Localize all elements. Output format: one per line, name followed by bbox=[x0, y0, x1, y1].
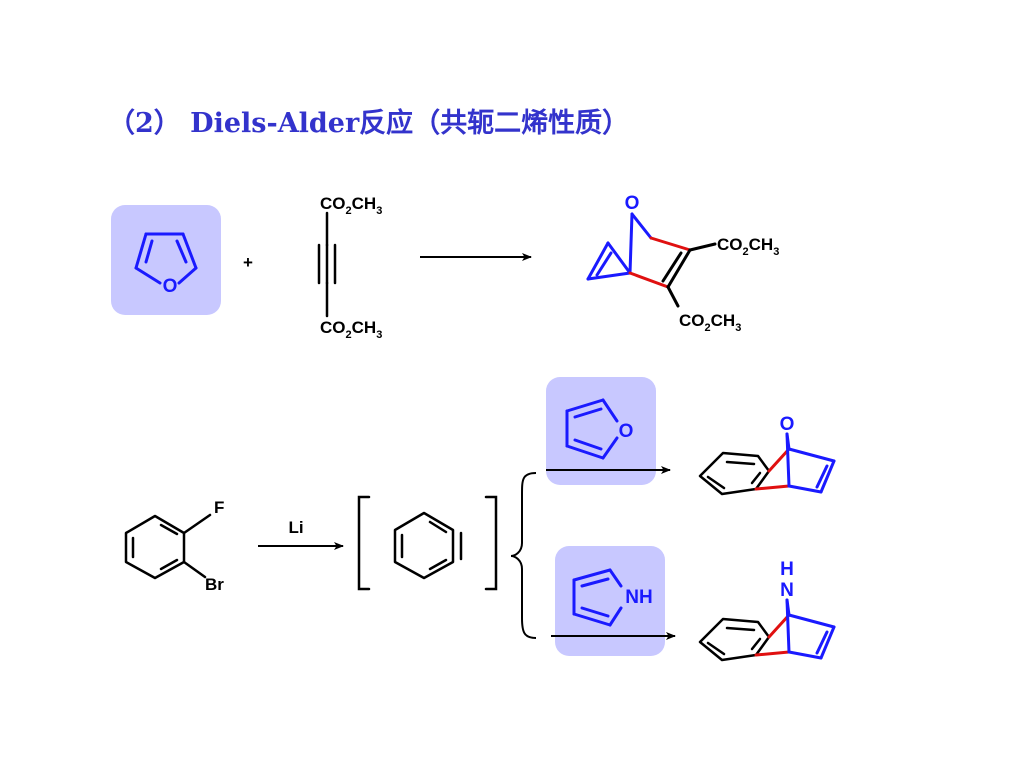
dmad-bottom-ester: CO2CH3 bbox=[320, 318, 382, 341]
product1-ester-right: CO2CH3 bbox=[717, 235, 779, 258]
bromine-label: Br bbox=[205, 575, 224, 594]
fluorine-label: F bbox=[214, 498, 224, 517]
product1-ester-bottom: CO2CH3 bbox=[679, 311, 741, 334]
plus-sign: + bbox=[243, 253, 253, 272]
dmad-top-ester: CO2CH3 bbox=[320, 194, 382, 217]
fluorobromobenzene-reactant: F Br bbox=[124, 498, 224, 594]
pyrrole-branch-highlight-box bbox=[555, 546, 665, 656]
furan-reactant: O bbox=[111, 205, 221, 315]
lithium-reagent-label: Li bbox=[288, 518, 303, 537]
product2b-bridge-h: H bbox=[780, 559, 794, 580]
pyrrole-branch-nh: NH bbox=[625, 587, 652, 608]
epiminonaphthalene-product: H N bbox=[698, 559, 836, 662]
dmad-reactant: CO2CH3 CO2CH3 bbox=[317, 194, 382, 341]
furan-oxygen-label: O bbox=[163, 276, 178, 297]
product2b-bridge-n: N bbox=[780, 580, 794, 601]
furan-branch-highlight-box bbox=[546, 377, 656, 485]
oxanorbornadiene-product: O CO2CH3 CO2CH3 bbox=[586, 193, 779, 334]
furan-branch-diene: O bbox=[565, 398, 634, 460]
pyrrole-branch-diene: NH bbox=[572, 568, 653, 627]
epoxynaphthalene-product: O bbox=[698, 414, 836, 496]
furan-highlight-box bbox=[111, 205, 221, 315]
benzyne-intermediate bbox=[357, 495, 498, 591]
product1-bridge-oxygen: O bbox=[625, 193, 640, 214]
slide-title: （2） Diels-Alder反应（共轭二烯性质） bbox=[108, 108, 630, 139]
furan-branch-oxygen: O bbox=[619, 421, 634, 442]
branch-brace bbox=[510, 472, 537, 639]
product2a-bridge-oxygen: O bbox=[780, 414, 795, 435]
